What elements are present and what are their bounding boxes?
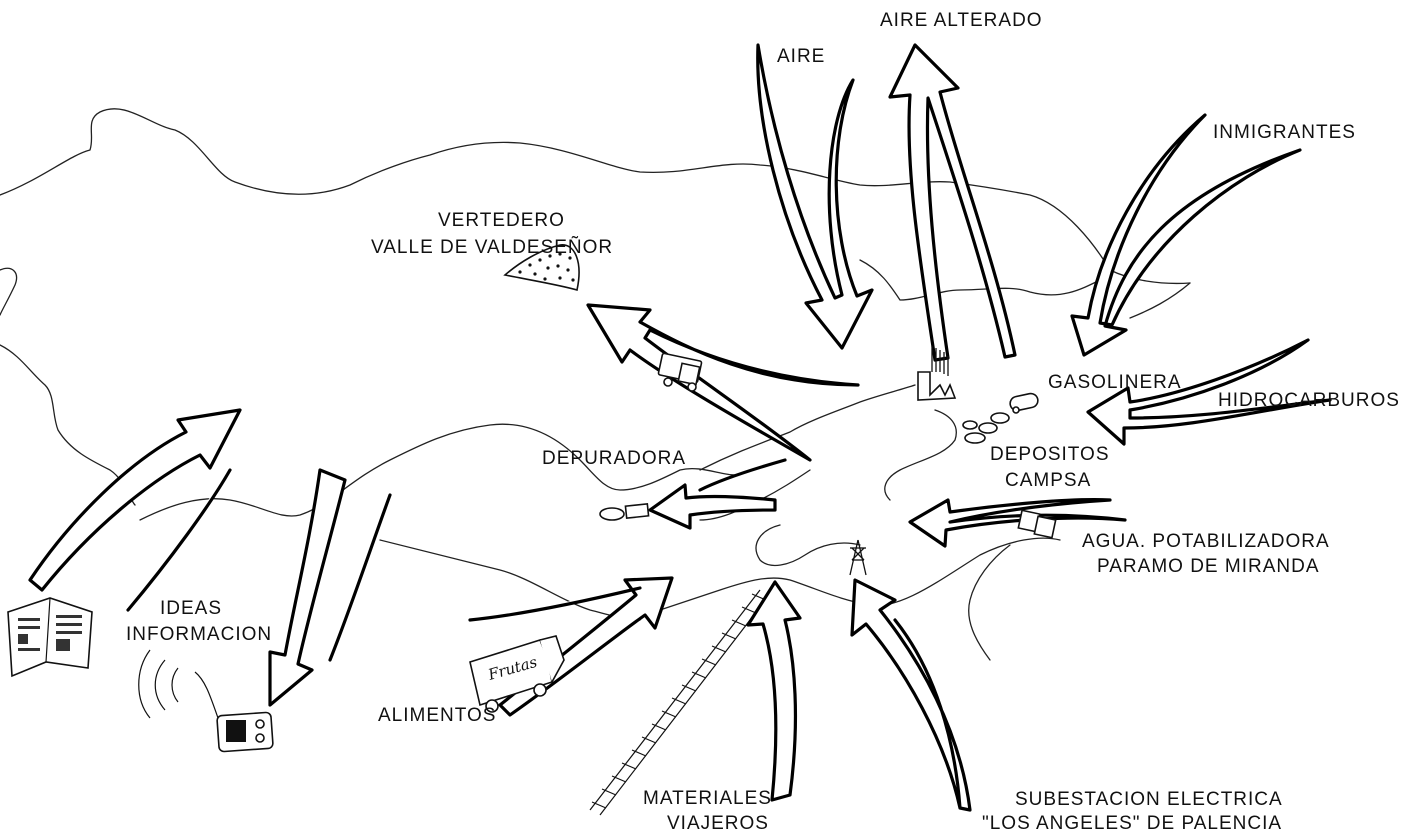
label-vertedero-line1: VERTEDERO (438, 210, 565, 231)
label-agua-line1: AGUA. POTABILIZADORA (1082, 531, 1330, 552)
ridge-line-east (1129, 282, 1191, 319)
town-edge-east (884, 409, 957, 501)
tanker-icon (1009, 392, 1039, 414)
label-materiales-line1: MATERIALES (643, 788, 772, 809)
label-inmigrantes: INMIGRANTES (1213, 122, 1356, 143)
label-depositos-line2: CAMPSA (1005, 470, 1091, 491)
arrow-hidrocarburos-in (1086, 338, 1332, 446)
radio-icon (138, 649, 274, 753)
newspaper-icon (7, 597, 93, 678)
river-south (629, 537, 1061, 621)
tanks-icon (962, 412, 1010, 444)
arrow-informacion-out (268, 468, 392, 707)
diagram-labels: AIRE AIRE ALTERADO INMIGRANTES VERTEDERO… (126, 10, 1400, 834)
landfill-icon (503, 244, 580, 292)
arrow-vertedero-out (586, 303, 860, 462)
arrow-aire-in (756, 43, 874, 350)
label-depositos-line1: DEPOSITOS (990, 444, 1110, 465)
label-vertedero-line2: VALLE DE VALDESEÑOR (371, 236, 613, 258)
flow-arrows (28, 43, 1332, 812)
railway-icon (589, 589, 771, 816)
label-ideas-line1: IDEAS (160, 598, 222, 619)
label-aire: AIRE (777, 46, 825, 67)
water-plant-icon (1017, 509, 1057, 539)
arrow-aire-alterado-out (888, 43, 1017, 362)
truck-icon (657, 352, 703, 392)
label-hidrocarburos: HIDROCARBUROS (1218, 390, 1400, 411)
arrow-inmigrantes-in (1070, 113, 1302, 357)
label-ideas-line2: INFORMACION (126, 624, 272, 645)
label-alimentos: ALIMENTOS (378, 705, 496, 726)
arrow-materiales-in (746, 580, 802, 802)
label-depuradora: DEPURADORA (542, 448, 686, 469)
arrow-subestacion-in (850, 578, 972, 812)
treatment-plant-icon (599, 503, 650, 521)
town-edge-south (755, 524, 861, 567)
label-subestacion-line1: SUBESTACION ELECTRICA (1015, 789, 1283, 810)
label-materiales-line2: VIAJEROS (667, 813, 769, 831)
fruit-truck-icon: Frutas (469, 635, 565, 713)
arrow-agua-in (908, 498, 1127, 548)
valley-west (0, 267, 18, 316)
label-agua-line2: PARAMO DE MIRANDA (1097, 556, 1320, 577)
town-edge-north (699, 384, 916, 471)
terrain-outline (0, 108, 1191, 661)
hill-south-west (379, 539, 641, 621)
label-gasolinera: GASOLINERA (1048, 372, 1182, 393)
factory-icon (917, 346, 957, 401)
pylon-icon (849, 539, 867, 576)
ridge-east-top (859, 259, 1101, 301)
hill-south-east (968, 544, 1011, 661)
river-line (139, 423, 736, 521)
arrow-depuradora-out (648, 458, 787, 530)
arrow-ideas-in (28, 408, 242, 612)
label-subestacion-line2: "LOS ANGELES" DE PALENCIA (982, 813, 1282, 831)
ridge-line-north (0, 108, 1191, 285)
label-aire-alterado: AIRE ALTERADO (880, 10, 1043, 31)
